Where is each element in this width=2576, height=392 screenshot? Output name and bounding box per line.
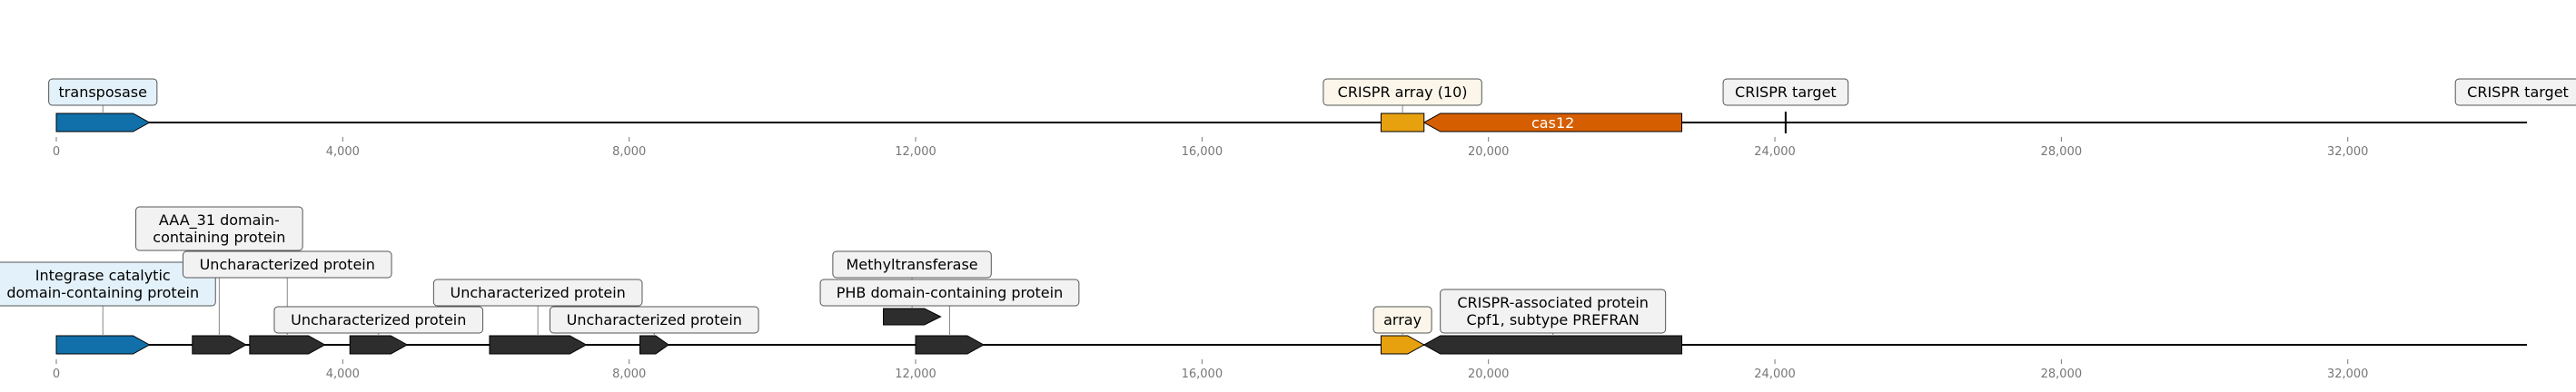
cas12-inner-label: cas12 xyxy=(1531,114,1574,132)
top-tick-label: 20,000 xyxy=(1468,145,1510,159)
top-tick-label: 0 xyxy=(53,145,60,159)
gene-feature xyxy=(883,308,942,326)
crispr-target-label-box xyxy=(1722,78,1849,106)
crispr-target-label: CRISPR target xyxy=(1735,83,1837,101)
crispr-target-label-box xyxy=(2454,78,2576,106)
gene-feature xyxy=(349,335,409,355)
feature-label: Uncharacterized protein xyxy=(451,284,626,301)
feature-label: Methyltransferase xyxy=(847,256,978,273)
feature-label: Uncharacterized protein xyxy=(291,311,466,328)
gene-feature xyxy=(639,335,669,355)
feature-label-box xyxy=(273,306,484,334)
bottom-tick-label: 8,000 xyxy=(612,368,646,381)
top-tick-label: 12,000 xyxy=(895,145,936,159)
feature-label-box xyxy=(182,250,392,279)
bottom-tick-label: 4,000 xyxy=(326,368,360,381)
top-tick-label: 16,000 xyxy=(1182,145,1224,159)
gene-feature xyxy=(489,335,588,355)
feature-label-box xyxy=(48,78,158,106)
crispr-array-feature xyxy=(1380,335,1425,355)
feature-label-box xyxy=(0,261,216,307)
track-bottom: 0 4,000 8,000 12,000 16,000 20,000 24,000 28,00… xyxy=(0,206,2527,381)
feature-label-box xyxy=(432,279,643,307)
feature-label-box xyxy=(549,306,759,334)
feature-label-box xyxy=(819,279,1080,307)
crispr-array-feature xyxy=(1380,113,1425,132)
gene-feature xyxy=(192,335,247,355)
bottom-tick-label: 0 xyxy=(53,368,60,381)
feature-label-box xyxy=(135,206,303,251)
feature-label-box xyxy=(1372,306,1432,334)
feature-label: transposase xyxy=(59,83,147,101)
gene-feature xyxy=(915,335,985,355)
integrase-gene xyxy=(55,335,151,355)
top-tick-label: 4,000 xyxy=(326,145,360,159)
cas12-gene xyxy=(1422,113,1683,132)
gene-feature xyxy=(249,335,326,355)
feature-label: CRISPR array (10) xyxy=(1338,83,1468,101)
feature-label: array xyxy=(1383,311,1422,328)
feature-label-box xyxy=(1323,78,1482,106)
top-tick-label: 8,000 xyxy=(612,145,646,159)
feature-label-box xyxy=(832,250,992,279)
bottom-tick-label: 32,000 xyxy=(2327,368,2369,381)
feature-label: AAA_31 domain-containing protein xyxy=(153,211,285,246)
top-tick-label: 32,000 xyxy=(2327,145,2369,159)
feature-label: Uncharacterized protein xyxy=(567,311,742,328)
bottom-tick-label: 24,000 xyxy=(1754,368,1796,381)
transposase-gene xyxy=(55,113,151,132)
gene-feature xyxy=(1422,335,1683,355)
top-tick-label: 28,000 xyxy=(2041,145,2083,159)
bottom-tick-label: 28,000 xyxy=(2041,368,2083,381)
bottom-tick-label: 12,000 xyxy=(895,368,936,381)
feature-label: Uncharacterized protein xyxy=(200,256,375,273)
feature-label-box xyxy=(1440,289,1667,334)
crispr-target-label: CRISPR target xyxy=(2467,83,2569,101)
track-top: 0 4,000 8,000 12,000 16,000 20,000 24,000 28,00… xyxy=(48,78,2576,159)
top-tick-label: 24,000 xyxy=(1754,145,1796,159)
feature-label: PHB domain-containing protein xyxy=(837,284,1064,301)
bottom-tick-label: 20,000 xyxy=(1468,368,1510,381)
bottom-tick-label: 16,000 xyxy=(1182,368,1224,381)
